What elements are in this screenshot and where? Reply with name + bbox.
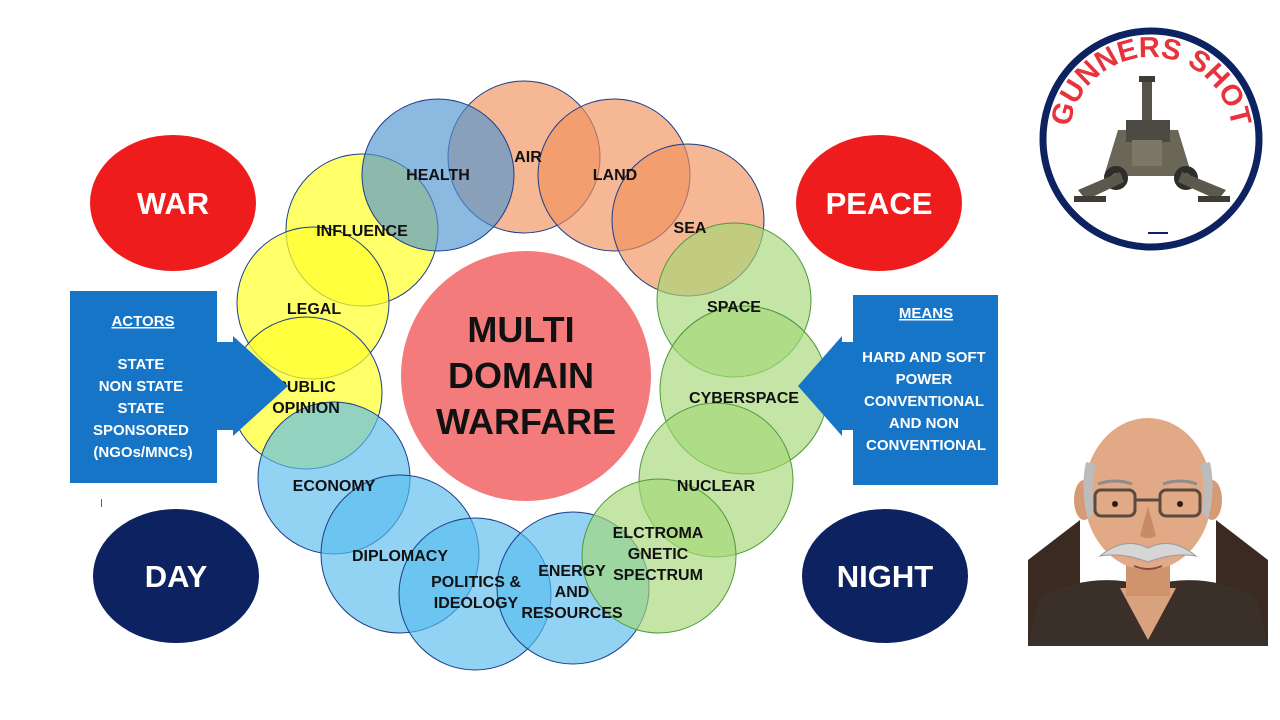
- gunners-shot-logo: GUNNERS SHOT: [1039, 27, 1263, 251]
- means-heading: MEANS: [899, 305, 953, 322]
- domain-label: LEGAL: [287, 301, 341, 318]
- day-oval: DAY: [93, 509, 259, 643]
- domain-circle: [361, 98, 515, 252]
- domain-label: HEALTH: [406, 167, 470, 184]
- peace-label: PEACE: [826, 186, 933, 221]
- slide-marker: [101, 499, 102, 507]
- domain-label: SPACE: [707, 299, 761, 316]
- domain-label: SEA: [674, 220, 707, 237]
- actors-arrow-icon: [205, 336, 288, 436]
- night-oval: NIGHT: [802, 509, 968, 643]
- night-label: NIGHT: [837, 559, 934, 594]
- domain-label: LAND: [593, 167, 637, 184]
- author-portrait-icon: [1028, 418, 1268, 646]
- means-list: HARD AND SOFT POWER CONVENTIONAL AND NON…: [862, 349, 990, 454]
- domain-label: CYBERSPACE: [689, 390, 799, 407]
- peace-oval: PEACE: [796, 135, 962, 271]
- domain-label: AIR: [514, 149, 542, 166]
- domain-circles: [229, 80, 829, 671]
- center-title: MULTI DOMAIN WARFARE: [436, 309, 616, 442]
- actors-heading: ACTORS: [111, 313, 174, 330]
- domain-circle: [581, 478, 737, 634]
- domain-label: INFLUENCE: [316, 223, 408, 240]
- means-box: [853, 295, 998, 485]
- artillery-gun-icon: [1074, 76, 1230, 234]
- actors-panel: ACTORS STATE NON STATE STATE SPONSORED (…: [70, 291, 288, 483]
- war-label: WAR: [137, 186, 209, 221]
- means-arrow-icon: [798, 336, 858, 436]
- actors-box: [70, 291, 217, 483]
- means-panel: MEANS HARD AND SOFT POWER CONVENTIONAL A…: [798, 295, 998, 485]
- war-oval: WAR: [90, 135, 256, 271]
- center-circle: [401, 251, 651, 501]
- actors-list: STATE NON STATE STATE SPONSORED (NGOs/MN…: [93, 356, 193, 461]
- domain-label: ECONOMY: [293, 478, 376, 495]
- day-label: DAY: [145, 559, 208, 594]
- domain-label: POLITICS &IDEOLOGY: [431, 574, 521, 612]
- domain-label: DIPLOMACY: [352, 548, 448, 565]
- domain-labels: HEALTH AIR LAND SEA SPACE CYBERSPACE NUCLEAR EL…: [272, 149, 799, 622]
- domain-label: NUCLEAR: [677, 478, 756, 495]
